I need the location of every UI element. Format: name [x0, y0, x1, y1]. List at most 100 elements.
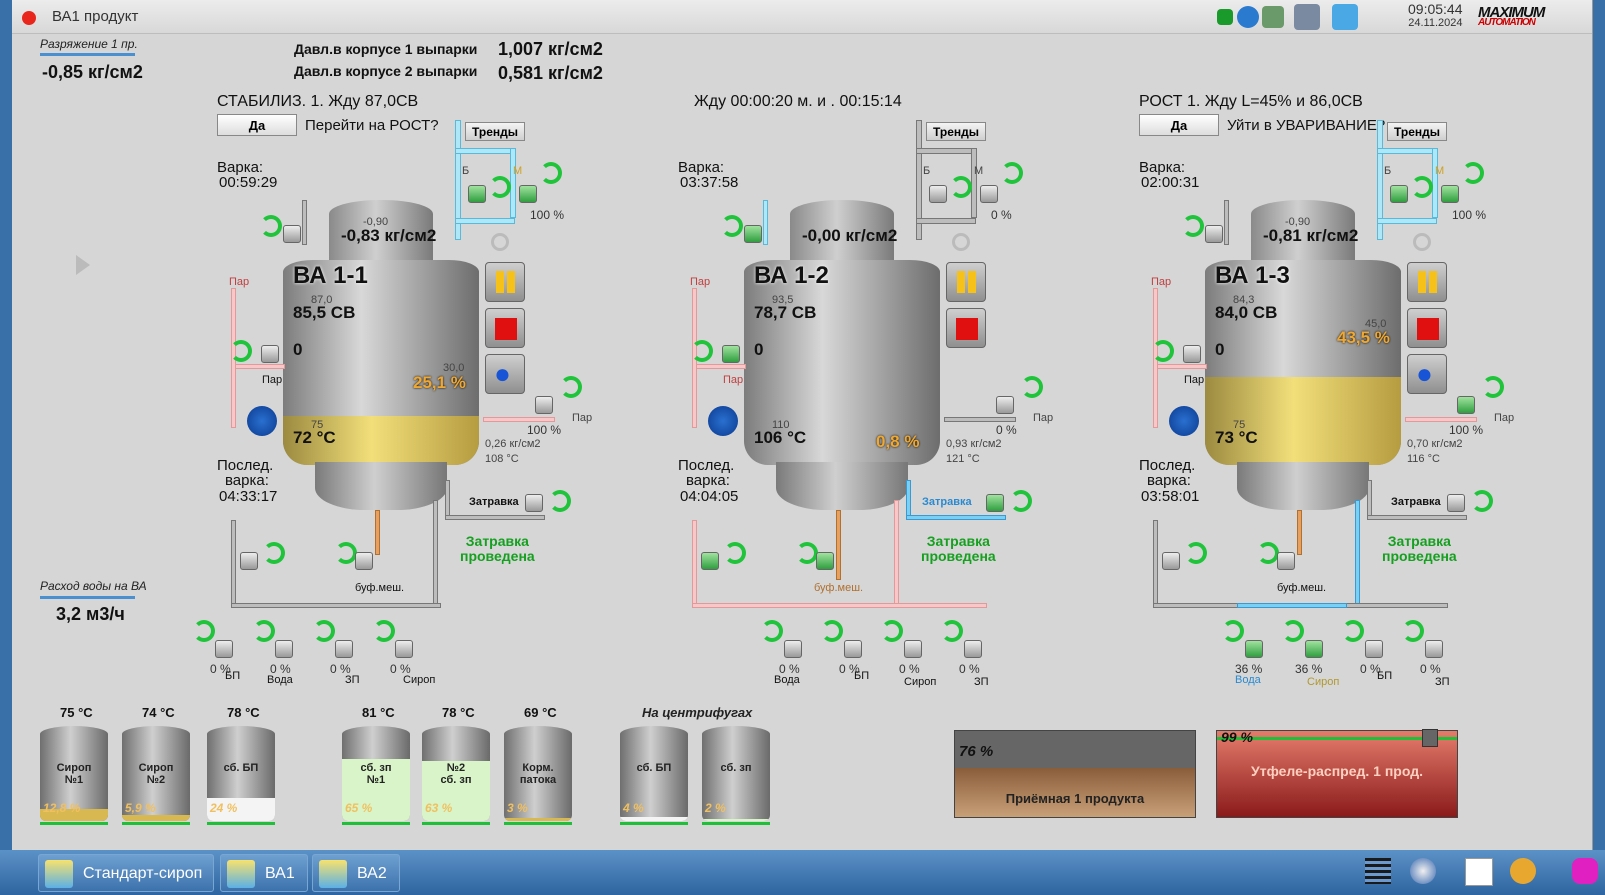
refresh-icon[interactable]: [950, 176, 972, 198]
engineer-icon[interactable]: [1510, 858, 1536, 884]
stop-button[interactable]: [485, 308, 525, 348]
refresh-icon[interactable]: [1462, 162, 1484, 184]
bottom-valve-1[interactable]: [215, 640, 233, 658]
yes-button[interactable]: Да: [1139, 114, 1219, 136]
refresh-icon[interactable]: [796, 542, 818, 564]
refresh-icon[interactable]: [230, 340, 252, 362]
refresh-icon[interactable]: [560, 376, 582, 398]
bottom-valve-2[interactable]: [275, 640, 293, 658]
refresh-icon[interactable]: [1257, 542, 1279, 564]
refresh-icon[interactable]: [1471, 490, 1493, 512]
steam-valve[interactable]: [722, 345, 740, 363]
refresh-icon[interactable]: [1411, 176, 1433, 198]
refresh-icon[interactable]: [1482, 376, 1504, 398]
bottom-valve-3[interactable]: [1365, 640, 1383, 658]
refresh-icon[interactable]: [761, 620, 783, 642]
vacuum-valve[interactable]: [744, 225, 762, 243]
vacuum-valve[interactable]: [283, 225, 301, 243]
discharge-valve[interactable]: [816, 552, 834, 570]
left-valve[interactable]: [1162, 552, 1180, 570]
refresh-icon[interactable]: [1342, 620, 1364, 642]
refresh-icon[interactable]: [335, 542, 357, 564]
refresh-icon[interactable]: [941, 620, 963, 642]
vapor-valve-b[interactable]: [1390, 185, 1408, 203]
gear-icon[interactable]: [1410, 858, 1436, 884]
heating-valve[interactable]: [535, 396, 553, 414]
settings-icon[interactable]: [247, 406, 277, 436]
taskbar-item-standart-sirop[interactable]: Стандарт-сироп: [38, 854, 214, 892]
trends-button[interactable]: Тренды: [465, 122, 525, 141]
vapor-valve-m[interactable]: [519, 185, 537, 203]
stop-button[interactable]: [1407, 308, 1447, 348]
vapor-valve-b[interactable]: [468, 185, 486, 203]
water-drop-button[interactable]: ●: [1407, 354, 1447, 394]
vapor-valve-b[interactable]: [929, 185, 947, 203]
bottom-valve-4[interactable]: [964, 640, 982, 658]
refresh-icon[interactable]: [373, 620, 395, 642]
worker-icon[interactable]: [1294, 4, 1320, 30]
distributor-slider[interactable]: [1422, 729, 1438, 747]
refresh-icon[interactable]: [313, 620, 335, 642]
refresh-icon[interactable]: [1282, 620, 1304, 642]
bottom-valve-3[interactable]: [904, 640, 922, 658]
chat-icon[interactable]: [1237, 6, 1259, 28]
steam-valve[interactable]: [1183, 345, 1201, 363]
bottom-valve-2[interactable]: [1305, 640, 1323, 658]
refresh-icon[interactable]: [821, 620, 843, 642]
taskbar-item-va1[interactable]: ВА1: [220, 854, 308, 892]
hand-icon[interactable]: [1572, 858, 1598, 884]
steam-valve[interactable]: [261, 345, 279, 363]
taskbar-item-va2[interactable]: ВА2: [312, 854, 400, 892]
refresh-icon[interactable]: [260, 215, 282, 237]
refresh-icon[interactable]: [1001, 162, 1023, 184]
refresh-icon[interactable]: [1182, 215, 1204, 237]
distributor-tank[interactable]: 99 % Утфеле-распред. 1 прод.: [1216, 729, 1458, 818]
menu-icon[interactable]: [1365, 858, 1391, 884]
pause-button[interactable]: [1407, 262, 1447, 302]
bottom-valve-3[interactable]: [335, 640, 353, 658]
bottom-valve-4[interactable]: [395, 640, 413, 658]
left-valve[interactable]: [701, 552, 719, 570]
refresh-icon[interactable]: [193, 620, 215, 642]
refresh-icon[interactable]: [489, 176, 511, 198]
heating-valve[interactable]: [1457, 396, 1475, 414]
water-drop-button[interactable]: ●: [485, 354, 525, 394]
heating-valve[interactable]: [996, 396, 1014, 414]
refresh-icon[interactable]: [721, 215, 743, 237]
bottom-valve-4[interactable]: [1425, 640, 1443, 658]
refresh-icon[interactable]: [549, 490, 571, 512]
receiver-tank[interactable]: 76 % Приёмная 1 продукта: [954, 730, 1196, 818]
pause-button[interactable]: [485, 262, 525, 302]
discharge-valve[interactable]: [1277, 552, 1295, 570]
refresh-icon[interactable]: [1010, 490, 1032, 512]
yes-button[interactable]: Да: [217, 114, 297, 136]
trends-button[interactable]: Тренды: [926, 122, 986, 141]
refresh-icon[interactable]: [1402, 620, 1424, 642]
refresh-icon[interactable]: [1152, 340, 1174, 362]
bottom-valve-1[interactable]: [784, 640, 802, 658]
refresh-icon[interactable]: [691, 340, 713, 362]
vapor-valve-m[interactable]: [1441, 185, 1459, 203]
refresh-icon[interactable]: [1222, 620, 1244, 642]
vacuum-valve[interactable]: [1205, 225, 1223, 243]
refresh-icon[interactable]: [540, 162, 562, 184]
refresh-icon[interactable]: [263, 542, 285, 564]
bottom-valve-1[interactable]: [1245, 640, 1263, 658]
seed-valve[interactable]: [1447, 494, 1465, 512]
refresh-icon[interactable]: [1185, 542, 1207, 564]
network-icon[interactable]: [1262, 6, 1284, 28]
settings-icon[interactable]: [708, 406, 738, 436]
bottom-valve-2[interactable]: [844, 640, 862, 658]
vapor-valve-m[interactable]: [980, 185, 998, 203]
stop-button[interactable]: [946, 308, 986, 348]
chart-icon[interactable]: [1465, 858, 1493, 886]
discharge-valve[interactable]: [355, 552, 373, 570]
telegram-icon[interactable]: [1332, 4, 1358, 30]
